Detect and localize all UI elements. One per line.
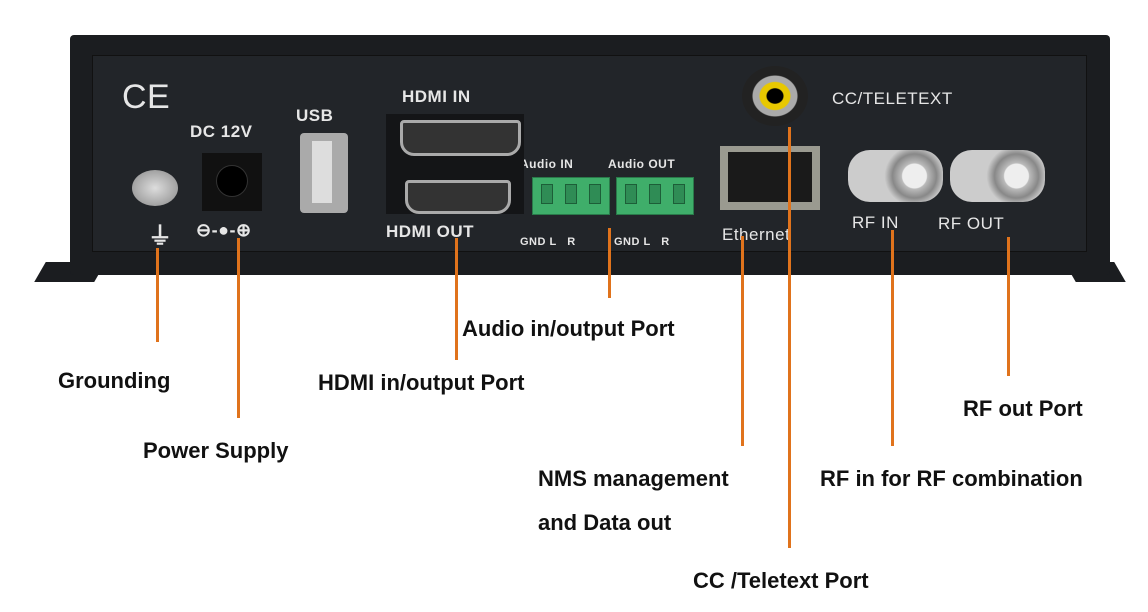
hdmi-callout: HDMI in/output Port [318,370,525,395]
audio-callout: Audio in/output Port [462,316,675,341]
audio-out-label: Audio OUT [608,157,676,171]
hdmi-leader [455,238,458,360]
grounding-callout: Grounding [58,368,171,393]
rf-out-callout: RF out Port [963,396,1083,421]
hdmi-in-port[interactable] [400,120,521,156]
cc-callout: CC /Teletext Port [693,568,869,593]
audio-out-terminal[interactable] [616,177,694,215]
ce-mark: CE [122,78,171,116]
rf-in-leader [891,230,894,446]
polarity-symbol: ⊖-●-⊕ [196,220,252,240]
power-callout: Power Supply [143,438,289,463]
usb-label: USB [296,106,334,125]
power-leader [237,238,240,418]
cc-leader [788,127,791,548]
rf-out-connector[interactable] [950,150,1045,202]
nms-callout-line2: and Data out [538,510,672,535]
audio-in-label: Audio IN [520,157,574,171]
audio-leader [608,228,611,298]
nms-callout-line1: NMS management [538,466,729,491]
rf-out-leader [1007,237,1010,376]
dc-label: DC 12V [190,122,253,141]
audio-in-terminal[interactable] [532,177,610,215]
rf-out-label: RF OUT [938,214,1005,233]
ground-screw [132,170,178,206]
rf-in-callout: RF in for RF combination [820,466,1083,491]
grounding-leader [156,248,159,342]
hdmi-in-label: HDMI IN [402,87,471,106]
ground-symbol: ⏚ [148,223,173,250]
ethernet-port[interactable] [720,146,820,210]
rf-in-connector[interactable] [848,150,943,202]
audio-in-pins: GND L R [520,236,576,248]
cc-label: CC/TELETEXT [832,89,953,108]
usb-port[interactable] [300,133,348,213]
hdmi-out-label: HDMI OUT [386,222,475,241]
dc-jack[interactable] [202,153,262,211]
ethernet-leader [741,236,744,446]
rf-in-label: RF IN [852,213,899,232]
audio-out-pins: GND L R [614,236,670,248]
ethernet-label: Ethernet [722,225,791,244]
hdmi-out-port[interactable] [405,180,511,214]
cc-rca-jack[interactable] [742,66,808,126]
